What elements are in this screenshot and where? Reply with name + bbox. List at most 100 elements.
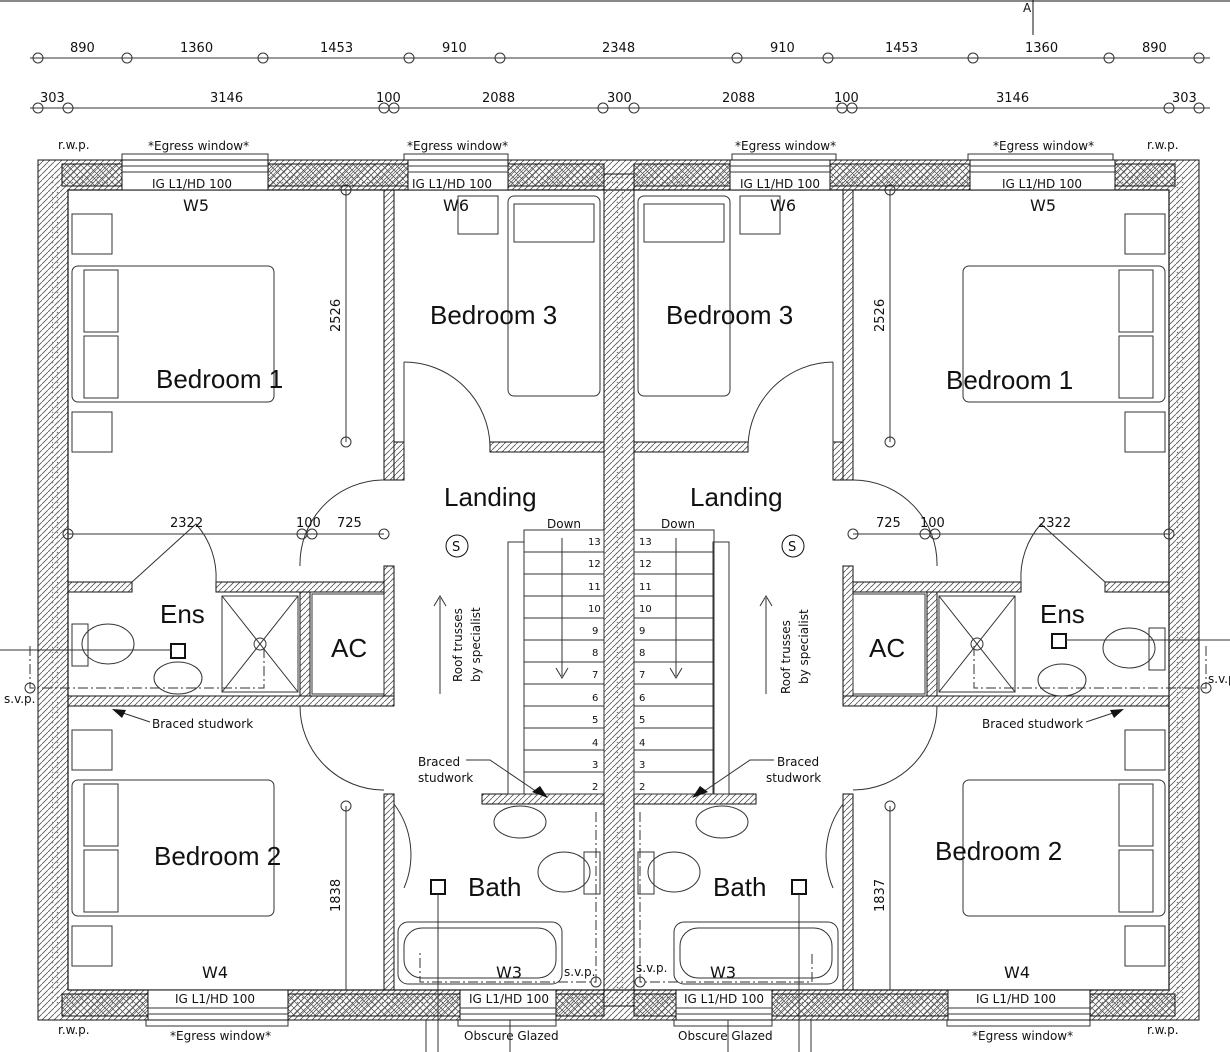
- obscure-glazed-label: Obscure Glazed: [678, 1029, 773, 1043]
- rwp-label-bottom-right: r.w.p.: [1147, 1023, 1179, 1037]
- room-label-bedroom-3: Bedroom 3: [430, 300, 557, 330]
- step-number: 2: [639, 782, 645, 793]
- studwork-note: studwork: [766, 771, 821, 785]
- smoke-detector-label: S: [788, 540, 796, 555]
- dim-top-5: 2348: [602, 41, 635, 56]
- stair-step-numbers-right: 13 12 11 10 9 8 7 6 5 4 3 2: [639, 537, 652, 793]
- dim-top-6: 910: [770, 41, 795, 56]
- dim-top-4: 910: [442, 41, 467, 56]
- dim-top-1: 890: [70, 41, 95, 56]
- step-number: 4: [639, 738, 645, 749]
- room-label-bedroom-2: Bedroom 2: [935, 836, 1062, 866]
- window-tag-w5: W5: [183, 196, 209, 215]
- window-tag-w4: W4: [202, 963, 228, 982]
- staircase: [507, 529, 730, 795]
- egress-label: *Egress window*: [148, 139, 249, 153]
- room-label-ensuite: Ens: [160, 599, 205, 629]
- braced-studwork-note: Braced studwork: [982, 717, 1083, 731]
- ig-label: IG L1/HD 100: [976, 992, 1056, 1006]
- svp-label: s.v.p.: [636, 961, 667, 975]
- dim-second-3: 100: [376, 91, 401, 106]
- dim-second-4: 2088: [482, 91, 515, 106]
- stair-down-label: Down: [661, 517, 695, 531]
- rwp-label-top-left: r.w.p.: [58, 138, 90, 152]
- furniture: [71, 195, 1166, 967]
- step-number: 8: [639, 648, 645, 659]
- svp-label: s.v.p.: [564, 965, 595, 979]
- stair-down-label: Down: [547, 517, 581, 531]
- rwp-label-bottom-left: r.w.p.: [58, 1023, 90, 1037]
- dim-top-8: 1360: [1025, 41, 1058, 56]
- dim-second-1: 303: [40, 91, 65, 106]
- step-number: 13: [639, 537, 652, 548]
- step-number: 6: [592, 693, 598, 704]
- egress-label: *Egress window*: [170, 1029, 271, 1043]
- ig-label: IG L1/HD 100: [469, 992, 549, 1006]
- internal-dimensions: 2526 2526 1838 1837 2322 100 725 725 100…: [62, 184, 1175, 990]
- windows: [121, 159, 1116, 1021]
- step-number: 4: [592, 738, 598, 749]
- smoke-detector-icon: S: [781, 534, 805, 558]
- dim-2322-left: 2322: [170, 516, 203, 531]
- room-label-bedroom-1: Bedroom 1: [156, 364, 283, 394]
- ig-label: IG L1/HD 100: [412, 177, 492, 191]
- window-tag-w3: W3: [710, 963, 736, 982]
- step-number: 5: [639, 715, 645, 726]
- step-number: 12: [639, 559, 652, 570]
- ensuite-fixtures: [0, 595, 1230, 697]
- step-number: 7: [639, 670, 645, 681]
- bathroom-fixtures: [397, 805, 839, 1052]
- ig-label: IG L1/HD 100: [684, 992, 764, 1006]
- window-tag-w4: W4: [1004, 963, 1030, 982]
- dimension-row-second: 303 3146 100 2088 300 2088 100 3146 303: [40, 91, 1197, 106]
- dim-1837: 1837: [873, 879, 888, 912]
- dim-second-5: 300: [607, 91, 632, 106]
- svp-label: s.v.p.: [4, 692, 35, 706]
- dim-100-right: 100: [920, 516, 945, 531]
- svp-label: s.v.p.: [1208, 672, 1230, 686]
- egress-label: *Egress window*: [972, 1029, 1073, 1043]
- room-label-ensuite: Ens: [1040, 599, 1085, 629]
- step-number: 5: [592, 715, 598, 726]
- dim-top-2: 1360: [180, 41, 213, 56]
- room-label-bedroom-3: Bedroom 3: [666, 300, 793, 330]
- step-number: 7: [592, 670, 598, 681]
- glazing-labels: IG L1/HD 100 IG L1/HD 100 IG L1/HD 100 I…: [152, 177, 1082, 1043]
- dim-top-3: 1453: [320, 41, 353, 56]
- step-number: 3: [592, 760, 598, 771]
- step-number: 10: [639, 604, 652, 615]
- window-tag-w5: W5: [1030, 196, 1056, 215]
- braced-note: Braced: [777, 755, 819, 769]
- step-number: 6: [639, 693, 645, 704]
- room-label-ac: AC: [869, 633, 905, 663]
- egress-label: *Egress window*: [735, 139, 836, 153]
- dimension-row-top: 890 1360 1453 910 2348 910 1453 1360 890: [70, 41, 1167, 56]
- step-number: 9: [639, 626, 645, 637]
- step-number: 10: [588, 604, 601, 615]
- dim-2322-right: 2322: [1038, 516, 1071, 531]
- smoke-detector-label: S: [452, 540, 460, 555]
- step-number: 3: [639, 760, 645, 771]
- dim-second-2: 3146: [210, 91, 243, 106]
- egress-brackets: [121, 153, 1114, 1027]
- room-label-bedroom-1: Bedroom 1: [946, 365, 1073, 395]
- room-label-bedroom-2: Bedroom 2: [154, 841, 281, 871]
- room-label-ac: AC: [331, 633, 367, 663]
- egress-window-labels: *Egress window* *Egress window* *Egress …: [148, 139, 1094, 1043]
- room-label-bath: Bath: [713, 872, 767, 902]
- dim-100-left: 100: [296, 516, 321, 531]
- step-number: 13: [588, 537, 601, 548]
- ig-label: IG L1/HD 100: [175, 992, 255, 1006]
- doors: [131, 361, 1106, 889]
- external-walls: [37, 159, 1200, 1021]
- room-labels: Bedroom 1 Bedroom 1 Bedroom 3 Bedroom 3 …: [154, 300, 1085, 902]
- step-number: 11: [588, 582, 601, 593]
- egress-label: *Egress window*: [993, 139, 1094, 153]
- ig-label: IG L1/HD 100: [1002, 177, 1082, 191]
- roof-trusses-note: Roof trusses: [451, 608, 465, 682]
- step-number: 12: [588, 559, 601, 570]
- rwp-label-top-right: r.w.p.: [1147, 138, 1179, 152]
- step-number: 11: [639, 582, 652, 593]
- ig-label: IG L1/HD 100: [152, 177, 232, 191]
